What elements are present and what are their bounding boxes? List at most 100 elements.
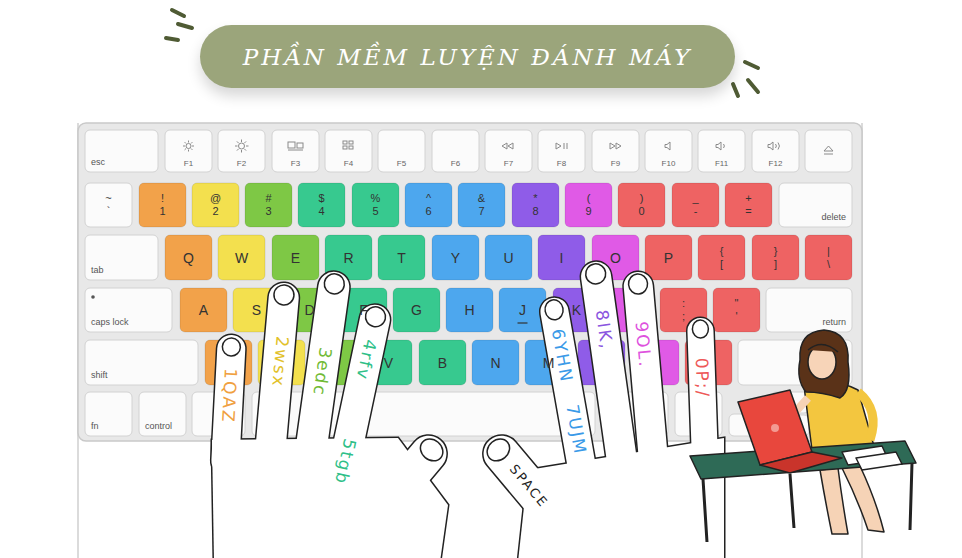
key-cap — [698, 130, 745, 172]
keyboard-key: "' — [713, 288, 760, 332]
title-banner: PHẦN MỀM LUYỆN ĐÁNH MÁY — [200, 25, 735, 88]
key-label: ! — [161, 192, 164, 205]
key-label: U — [503, 250, 513, 266]
keyboard-key: ^6 — [405, 183, 452, 227]
key-label: ; — [682, 310, 685, 323]
keyboard-key: *8 — [512, 183, 559, 227]
hands-illustration-part — [222, 263, 709, 466]
key-label: | — [827, 245, 830, 258]
keyboard-key: Q — [165, 235, 212, 280]
key-label: A — [199, 302, 208, 318]
key-cap — [446, 288, 493, 332]
key-cap — [458, 183, 505, 227]
key-icons-part-part — [235, 140, 249, 153]
key-icons-part-part — [768, 142, 779, 150]
key-icons-part-part — [297, 143, 303, 148]
keyboard-key: F3 — [272, 130, 319, 172]
key-icons-part-part — [824, 146, 833, 154]
hands-illustration-part-part — [323, 273, 346, 296]
keyboard-key: caps lock — [85, 288, 172, 332]
keyboard-key: return — [766, 288, 852, 332]
keyboard-key: F6 — [432, 130, 479, 172]
key-icons-part-part — [288, 150, 303, 151]
key-label: I — [560, 250, 564, 266]
key-cap — [752, 130, 799, 172]
girl-illustration-part — [690, 330, 916, 542]
key-label: 8 — [532, 205, 538, 218]
keyboard-key: F7 — [485, 130, 532, 172]
key-label: ^ — [426, 192, 431, 205]
key-cap — [752, 235, 799, 280]
key-label: B — [438, 355, 447, 371]
key-label: { — [720, 245, 724, 258]
keyboard-key: F5 — [378, 130, 425, 172]
key-label: * — [533, 192, 537, 205]
key-cap — [499, 288, 546, 332]
key-label: 7 — [478, 205, 484, 218]
key-label: H — [464, 302, 474, 318]
key-label: F9 — [611, 159, 620, 168]
keyboard-key: &7 — [458, 183, 505, 227]
finger-label: 6YHN — [549, 328, 575, 385]
finger-label: 5tgb — [332, 437, 358, 487]
key-cap — [713, 288, 760, 332]
hands-illustration-part-part — [628, 273, 649, 295]
keyboard-key: J — [499, 288, 546, 332]
key-icons-part-part — [665, 142, 670, 150]
key-label: F8 — [557, 159, 566, 168]
keyboard-key: |\ — [805, 235, 852, 280]
keyboard-key: shift — [85, 340, 198, 385]
key-label: F1 — [184, 159, 193, 168]
key-label: 9 — [585, 205, 591, 218]
girl-illustration-part-part — [703, 463, 912, 542]
hands-illustration-part-part — [416, 435, 447, 466]
key-cap — [538, 235, 585, 280]
keyboard-key: #3 — [245, 183, 292, 227]
key-label: Y — [451, 250, 460, 266]
hands-illustration-part-part — [584, 263, 607, 286]
key-cap — [512, 183, 559, 227]
finger-label: 3edc — [310, 346, 334, 397]
keyboard-key: :; — [660, 288, 707, 332]
banner-dashes-part-part — [748, 80, 758, 92]
key-label: O — [610, 250, 621, 266]
keyboard-key: K — [553, 288, 600, 332]
finger-label: 9OL. — [632, 321, 653, 369]
key-cap — [180, 288, 227, 332]
keyboard-key: B — [419, 340, 466, 385]
key-label: = — [745, 205, 751, 218]
banner-dashes-part-part — [166, 38, 178, 40]
keyboard-key: P — [645, 235, 692, 280]
key-cap — [165, 130, 212, 172]
key-label: @ — [210, 192, 221, 205]
key-label: & — [478, 192, 485, 205]
finger-label: 0P;/ — [693, 357, 711, 398]
key-cap — [485, 130, 532, 172]
key-cap — [472, 340, 519, 385]
banner-dashes-part-part — [178, 24, 192, 28]
hands-illustration-part-part — [483, 435, 514, 466]
key-label: [ — [720, 258, 723, 271]
key-label: F10 — [662, 159, 676, 168]
girl-illustration-part-part — [820, 468, 848, 534]
key-label: return — [822, 317, 846, 327]
key-cap — [218, 130, 265, 172]
key-label: G — [411, 302, 422, 318]
key-label: ` — [107, 205, 111, 218]
key-label: P — [664, 250, 673, 266]
key-cap — [592, 130, 639, 172]
hands-illustration-part-part — [273, 284, 295, 306]
key-label: : — [682, 297, 685, 310]
key-cap — [85, 235, 158, 280]
keyboard-key: F4 — [325, 130, 372, 172]
key-label: _ — [692, 192, 698, 205]
keyboard-key: W — [218, 235, 265, 280]
key-label: + — [745, 192, 751, 205]
key-label: F — [359, 302, 368, 318]
key-cap — [618, 183, 665, 227]
key-cap — [725, 183, 772, 227]
key-icons-part-part — [183, 141, 194, 152]
key-cap — [245, 183, 292, 227]
keyboard-key: A — [180, 288, 227, 332]
key-cap — [538, 130, 585, 172]
